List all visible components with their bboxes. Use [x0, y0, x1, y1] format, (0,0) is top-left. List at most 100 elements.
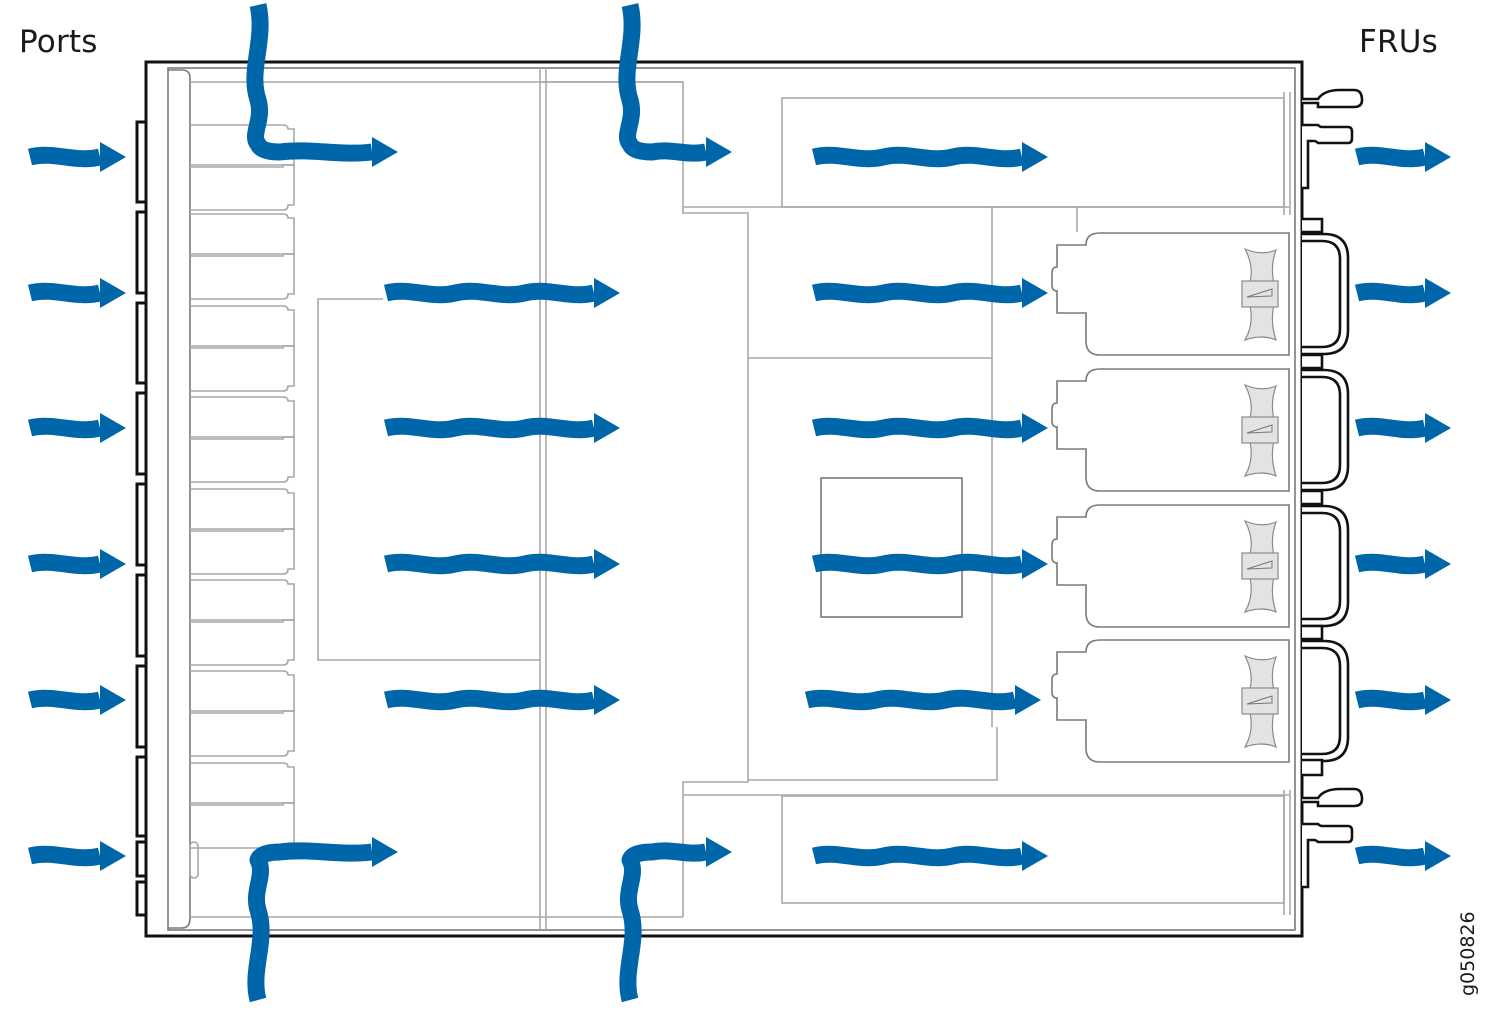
- fan-hub-icon: [1241, 416, 1279, 444]
- chassis-outer: [144, 60, 1304, 938]
- arrow-head-icon: [1425, 841, 1451, 871]
- side-inlet-arrow-top-left: [246, 3, 398, 167]
- airflow-stream: [1354, 282, 1428, 304]
- port-cage: [190, 670, 295, 757]
- airflow-stream: [619, 842, 708, 1003]
- exhaust-arrow: [1354, 685, 1451, 715]
- arrow-head-icon: [372, 837, 398, 867]
- port-lower: [190, 802, 295, 849]
- fan-hub-mark-icon: [1246, 424, 1273, 434]
- airflow-stream: [1354, 553, 1428, 575]
- port-upper: [190, 670, 295, 712]
- port-upper: [190, 213, 295, 255]
- arrow-head-icon: [1022, 278, 1048, 308]
- intake-arrow: [27, 841, 126, 871]
- fan-inlet-arrow: [811, 413, 1048, 443]
- exhaust-arrow: [1354, 841, 1451, 871]
- fan-handle-inner: [1302, 646, 1342, 756]
- fan-tray: [1051, 639, 1290, 763]
- port-upper: [190, 488, 295, 530]
- airflow-stream: [811, 282, 1025, 304]
- intake-arrow: [27, 549, 126, 579]
- arrow-head-icon: [100, 549, 126, 579]
- fan-blade-icon: [1243, 710, 1277, 749]
- fan-handle: [1302, 353, 1350, 492]
- port-upper: [190, 396, 295, 438]
- fan-tray: [1051, 504, 1290, 628]
- arrow-head-icon: [706, 137, 732, 167]
- psu-handle-bottom: [1302, 787, 1364, 889]
- fan-inlet-arrow: [804, 685, 1041, 715]
- arrow-head-icon: [100, 413, 126, 443]
- airflow-stream: [247, 842, 374, 1003]
- airflow-stream: [27, 417, 103, 439]
- airflow-arrows: [27, 3, 1451, 1003]
- airflow-stream: [27, 282, 103, 304]
- port-bezel: [135, 120, 148, 917]
- arrow-head-icon: [594, 278, 620, 308]
- airflow-stream: [1354, 689, 1428, 711]
- port-lower: [190, 436, 295, 483]
- port-lower: [190, 164, 295, 211]
- port-cage: [190, 305, 295, 392]
- exhaust-arrow: [1354, 142, 1451, 172]
- airflow-stream: [383, 553, 597, 575]
- fan-modules: [1051, 232, 1290, 763]
- fan-module: [1051, 368, 1290, 492]
- port-lower: [190, 619, 295, 666]
- side-inlet-arrow-top-mid: [618, 3, 732, 167]
- arrow-head-icon: [594, 413, 620, 443]
- airflow-stream: [27, 689, 103, 711]
- fan-inlet-arrow: [811, 549, 1048, 579]
- port-cage: [190, 579, 295, 666]
- airflow-stream: [804, 689, 1018, 711]
- front-faceplate: [168, 69, 191, 929]
- exhaust-side-label: FRUs: [1359, 24, 1439, 60]
- fan-handle: [1302, 217, 1350, 356]
- arrow-head-icon: [1015, 685, 1041, 715]
- psu-handle-top: [1302, 88, 1364, 190]
- arrow-head-icon: [100, 685, 126, 715]
- fan-blade-icon: [1243, 383, 1278, 421]
- exhaust-arrow: [1354, 278, 1451, 308]
- port-upper: [190, 124, 295, 166]
- fan-hub-icon: [1241, 687, 1279, 715]
- fan-handle: [1302, 489, 1350, 628]
- airflow-stream: [618, 3, 708, 162]
- fan-blade-icon: [1243, 575, 1277, 614]
- fan-hub-icon: [1241, 280, 1279, 308]
- arrow-head-icon: [594, 549, 620, 579]
- fan-blade-icon: [1243, 654, 1278, 692]
- fan-tray: [1051, 368, 1290, 492]
- port-cage: [190, 396, 295, 483]
- midplane-arrow: [383, 278, 620, 308]
- fan-latch: [1302, 624, 1324, 641]
- midplane-arrow: [383, 413, 620, 443]
- arrow-head-icon: [594, 685, 620, 715]
- fan-inlet-arrow: [811, 278, 1048, 308]
- port-cages: [190, 124, 295, 849]
- port-upper: [190, 305, 295, 347]
- arrow-head-icon: [372, 137, 398, 167]
- port-cage: [190, 124, 295, 211]
- port-lower: [190, 710, 295, 757]
- port-lower: [190, 528, 295, 575]
- port-cage: [190, 213, 295, 300]
- port-lower: [190, 345, 295, 392]
- fan-latch: [1302, 353, 1324, 370]
- airflow-stream: [383, 282, 597, 304]
- midplane-arrow: [383, 685, 620, 715]
- port-upper: [190, 579, 295, 621]
- port-cage: [190, 488, 295, 575]
- fan-handle-inner: [1302, 511, 1342, 621]
- cpu-module: [820, 477, 963, 618]
- intake-arrow: [27, 685, 126, 715]
- side-inlet-arrow-bottom-mid: [619, 837, 732, 1003]
- arrow-head-icon: [1425, 413, 1451, 443]
- internal-structure: [190, 68, 1291, 930]
- fan-handle: [1302, 624, 1350, 763]
- figure-id: g050826: [1457, 911, 1479, 996]
- arrow-head-icon: [1425, 549, 1451, 579]
- port-lower: [190, 253, 295, 300]
